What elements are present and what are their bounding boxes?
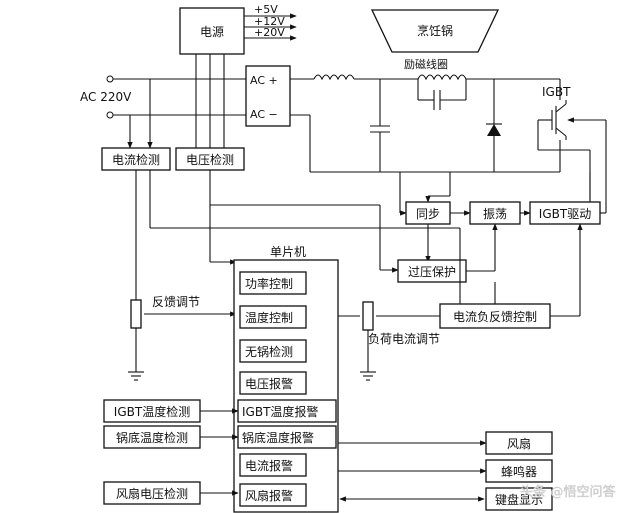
- mcu-block-volt-alarm-label: 电压报警: [245, 376, 293, 391]
- current-feedback-box: [439, 303, 551, 329]
- power-output-20v: +20V: [254, 26, 285, 39]
- keyboard-display-box: [485, 487, 553, 511]
- mcu-block-power-ctrl: [239, 271, 307, 295]
- mcu-block-fan-alarm: [239, 483, 307, 507]
- mcu-block-pot-temp-alarm-label: 锅底温度报警: [242, 430, 314, 445]
- igbt-temp-detect-label: IGBT温度检测: [114, 404, 190, 419]
- oscillate-label: 振荡: [483, 207, 507, 221]
- rectifier-top-label: AC +: [250, 74, 278, 87]
- load-current-potentiometer: [338, 301, 440, 381]
- current-feedback-lines: [459, 223, 583, 317]
- dc-bottom-line: [290, 114, 561, 173]
- mcu-block-fan-alarm-label: 风扇报警: [245, 488, 293, 503]
- igbt-symbol: [537, 100, 591, 200]
- power-output-12v: +12V: [254, 15, 285, 28]
- dc-top-line: [290, 74, 561, 100]
- power-output-lines: [244, 13, 297, 41]
- output-lines: [338, 440, 487, 502]
- drive-chain-lines: [399, 117, 607, 263]
- coil-label: 励磁线圈: [404, 57, 448, 71]
- feedback-potentiometer: [128, 299, 237, 381]
- mcu-block-no-pot: [239, 339, 307, 363]
- pot-temp-detect-label: 锅底温度检测: [116, 430, 188, 445]
- mcu-block-power-ctrl-label: 功率控制: [245, 276, 293, 291]
- power-supply-label: 电源: [200, 25, 224, 39]
- mcu-block-current-alarm: [239, 453, 307, 477]
- buzzer-output-label: 蜂鸣器: [501, 464, 537, 479]
- rectifier-bottom-label: AC −: [250, 108, 278, 121]
- damper-diode: [486, 79, 502, 172]
- overvoltage-label: 过压保护: [408, 265, 456, 279]
- igbt-drive-label: IGBT驱动: [539, 207, 591, 221]
- mcu-block-no-pot-label: 无锅检测: [245, 344, 293, 359]
- cooker-pot: [370, 9, 500, 53]
- ac-input-label: AC 220V: [80, 90, 132, 104]
- mcu-block-igbt-temp-alarm-label: IGBT温度报警: [242, 404, 318, 419]
- fan-output-label: 风扇: [507, 436, 531, 451]
- mcu-block-volt-alarm: [239, 371, 307, 395]
- left-input-lines: [200, 408, 239, 496]
- feedback-label: 反馈调节: [152, 295, 200, 309]
- power-supply-box: [179, 7, 245, 55]
- overvoltage-lines: [466, 223, 498, 272]
- current-detect-label: 电流检测: [112, 152, 160, 167]
- detector-lines: [135, 170, 460, 300]
- sync-label: 同步: [416, 207, 440, 221]
- mcu-block-temp-ctrl-label: 温度控制: [245, 310, 293, 325]
- fan-voltage-detect-label: 风扇电压检测: [116, 486, 188, 501]
- power-output-5v: +5V: [254, 3, 278, 16]
- watermark: 头条 @悟空问答: [520, 484, 617, 500]
- ac-bus-lines: [127, 54, 225, 149]
- mcu-title: 单片机: [270, 245, 306, 259]
- current-feedback-label: 电流负反馈控制: [453, 310, 537, 324]
- rectifier-box: [245, 65, 291, 127]
- resonant-capacitor: [417, 79, 467, 110]
- mcu-block-current-alarm-label: 电流报警: [245, 458, 293, 473]
- cooker-label: 烹饪锅: [417, 23, 453, 38]
- load-current-label: 负荷电流调节: [368, 332, 440, 346]
- keyboard-display-label: 键盘显示: [495, 492, 543, 507]
- filter-capacitor: [370, 79, 390, 172]
- voltage-detect-label: 电压检测: [186, 152, 234, 167]
- mcu-block-temp-ctrl: [239, 305, 307, 329]
- igbt-label: IGBT: [542, 85, 571, 99]
